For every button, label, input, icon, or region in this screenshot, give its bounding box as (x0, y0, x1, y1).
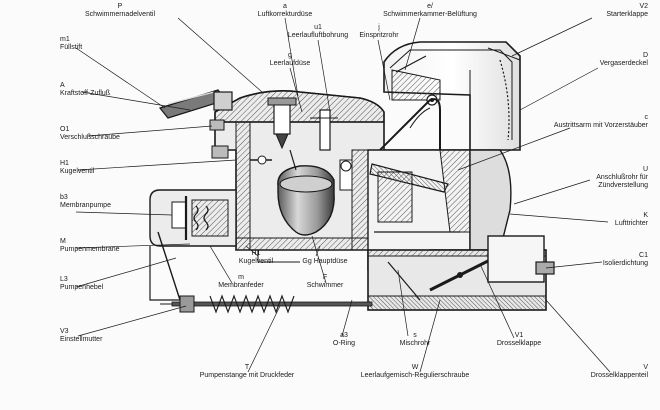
label-leerlaufduese: g Leerlaufdüse (269, 52, 311, 67)
label-drosselklappe: V1 Drosselklappe (496, 332, 542, 347)
label-vergaserdeckel: D Vergaserdeckel (599, 52, 648, 67)
label-pumpenhebel: L3 Pumpenhebel (60, 276, 104, 291)
label-anschlussrohr: U Anschlußrohr für Zündverstellung (596, 166, 648, 189)
air-horn (383, 41, 521, 151)
label-schwimmernadelventil: P Schwimmernadelventil (84, 3, 156, 18)
label-lufttrichter: K Lufttrichter (614, 212, 648, 227)
label-schwimmer: F Schwimmer (306, 274, 344, 289)
label-pumpenmembrane: M Pumpenmembrane (60, 238, 120, 253)
leader-lines (75, 17, 611, 373)
label-schwimmerkammer-belueftung: e/ Schwimmerkammer-Belüftung (383, 3, 477, 18)
label-kugelventil-bottom: H1 Kugelventil (238, 250, 274, 265)
label-kugelventil-top: H1 Kugelventil (60, 160, 95, 175)
label-verschlussschraube: O1 Verschlußschraube (60, 126, 120, 141)
label-leerlaufgemisch-regulierschraube: W Leerlaufgemisch-Regulierschraube (360, 364, 470, 379)
fuel-inlet (158, 89, 233, 119)
label-hauptduese: Gg Hauptdüse (302, 258, 348, 265)
label-kraftstoff-zufluss: A Kraftstoff-Zufluß (60, 82, 111, 97)
needle-valve (209, 97, 338, 159)
diaphragm-pump (149, 189, 237, 301)
label-membranfeder: m Membranfeder (218, 274, 264, 289)
label-austrittsarm: c Austrittsarm mit Vorzerstäuber (553, 114, 648, 129)
jets-and-passages (250, 155, 353, 263)
label-membranpumpe: b3 Membranpumpe (60, 194, 111, 209)
label-drosselklappenteil: V Drosselklappenteil (590, 364, 648, 379)
label-einspritzrohr: j Einspritzrohr (359, 24, 399, 39)
label-starterklappe: V2 Starterklappe (606, 3, 648, 18)
label-o-ring: a3 O-Ring (332, 332, 356, 347)
pump-rod (160, 294, 373, 314)
label-fuellstift: m1 Füllstift (60, 36, 83, 51)
label-pumpenstange: T Pumpenstange mit Druckfeder (199, 364, 295, 379)
venturi-section (367, 98, 512, 271)
float (277, 149, 335, 236)
label-mischrohr: s Mischrohr (399, 332, 431, 347)
label-einstellmutter: V3 Einstellmutter (60, 328, 103, 343)
label-leerlaufluftbohrung: u1 Leerlaufluftbohrung (287, 24, 349, 39)
label-isolierdichtung: C1 Isolierdichtung (602, 252, 648, 267)
label-luftkorrekturduese: a Luftkorrekturdüse (257, 3, 313, 18)
